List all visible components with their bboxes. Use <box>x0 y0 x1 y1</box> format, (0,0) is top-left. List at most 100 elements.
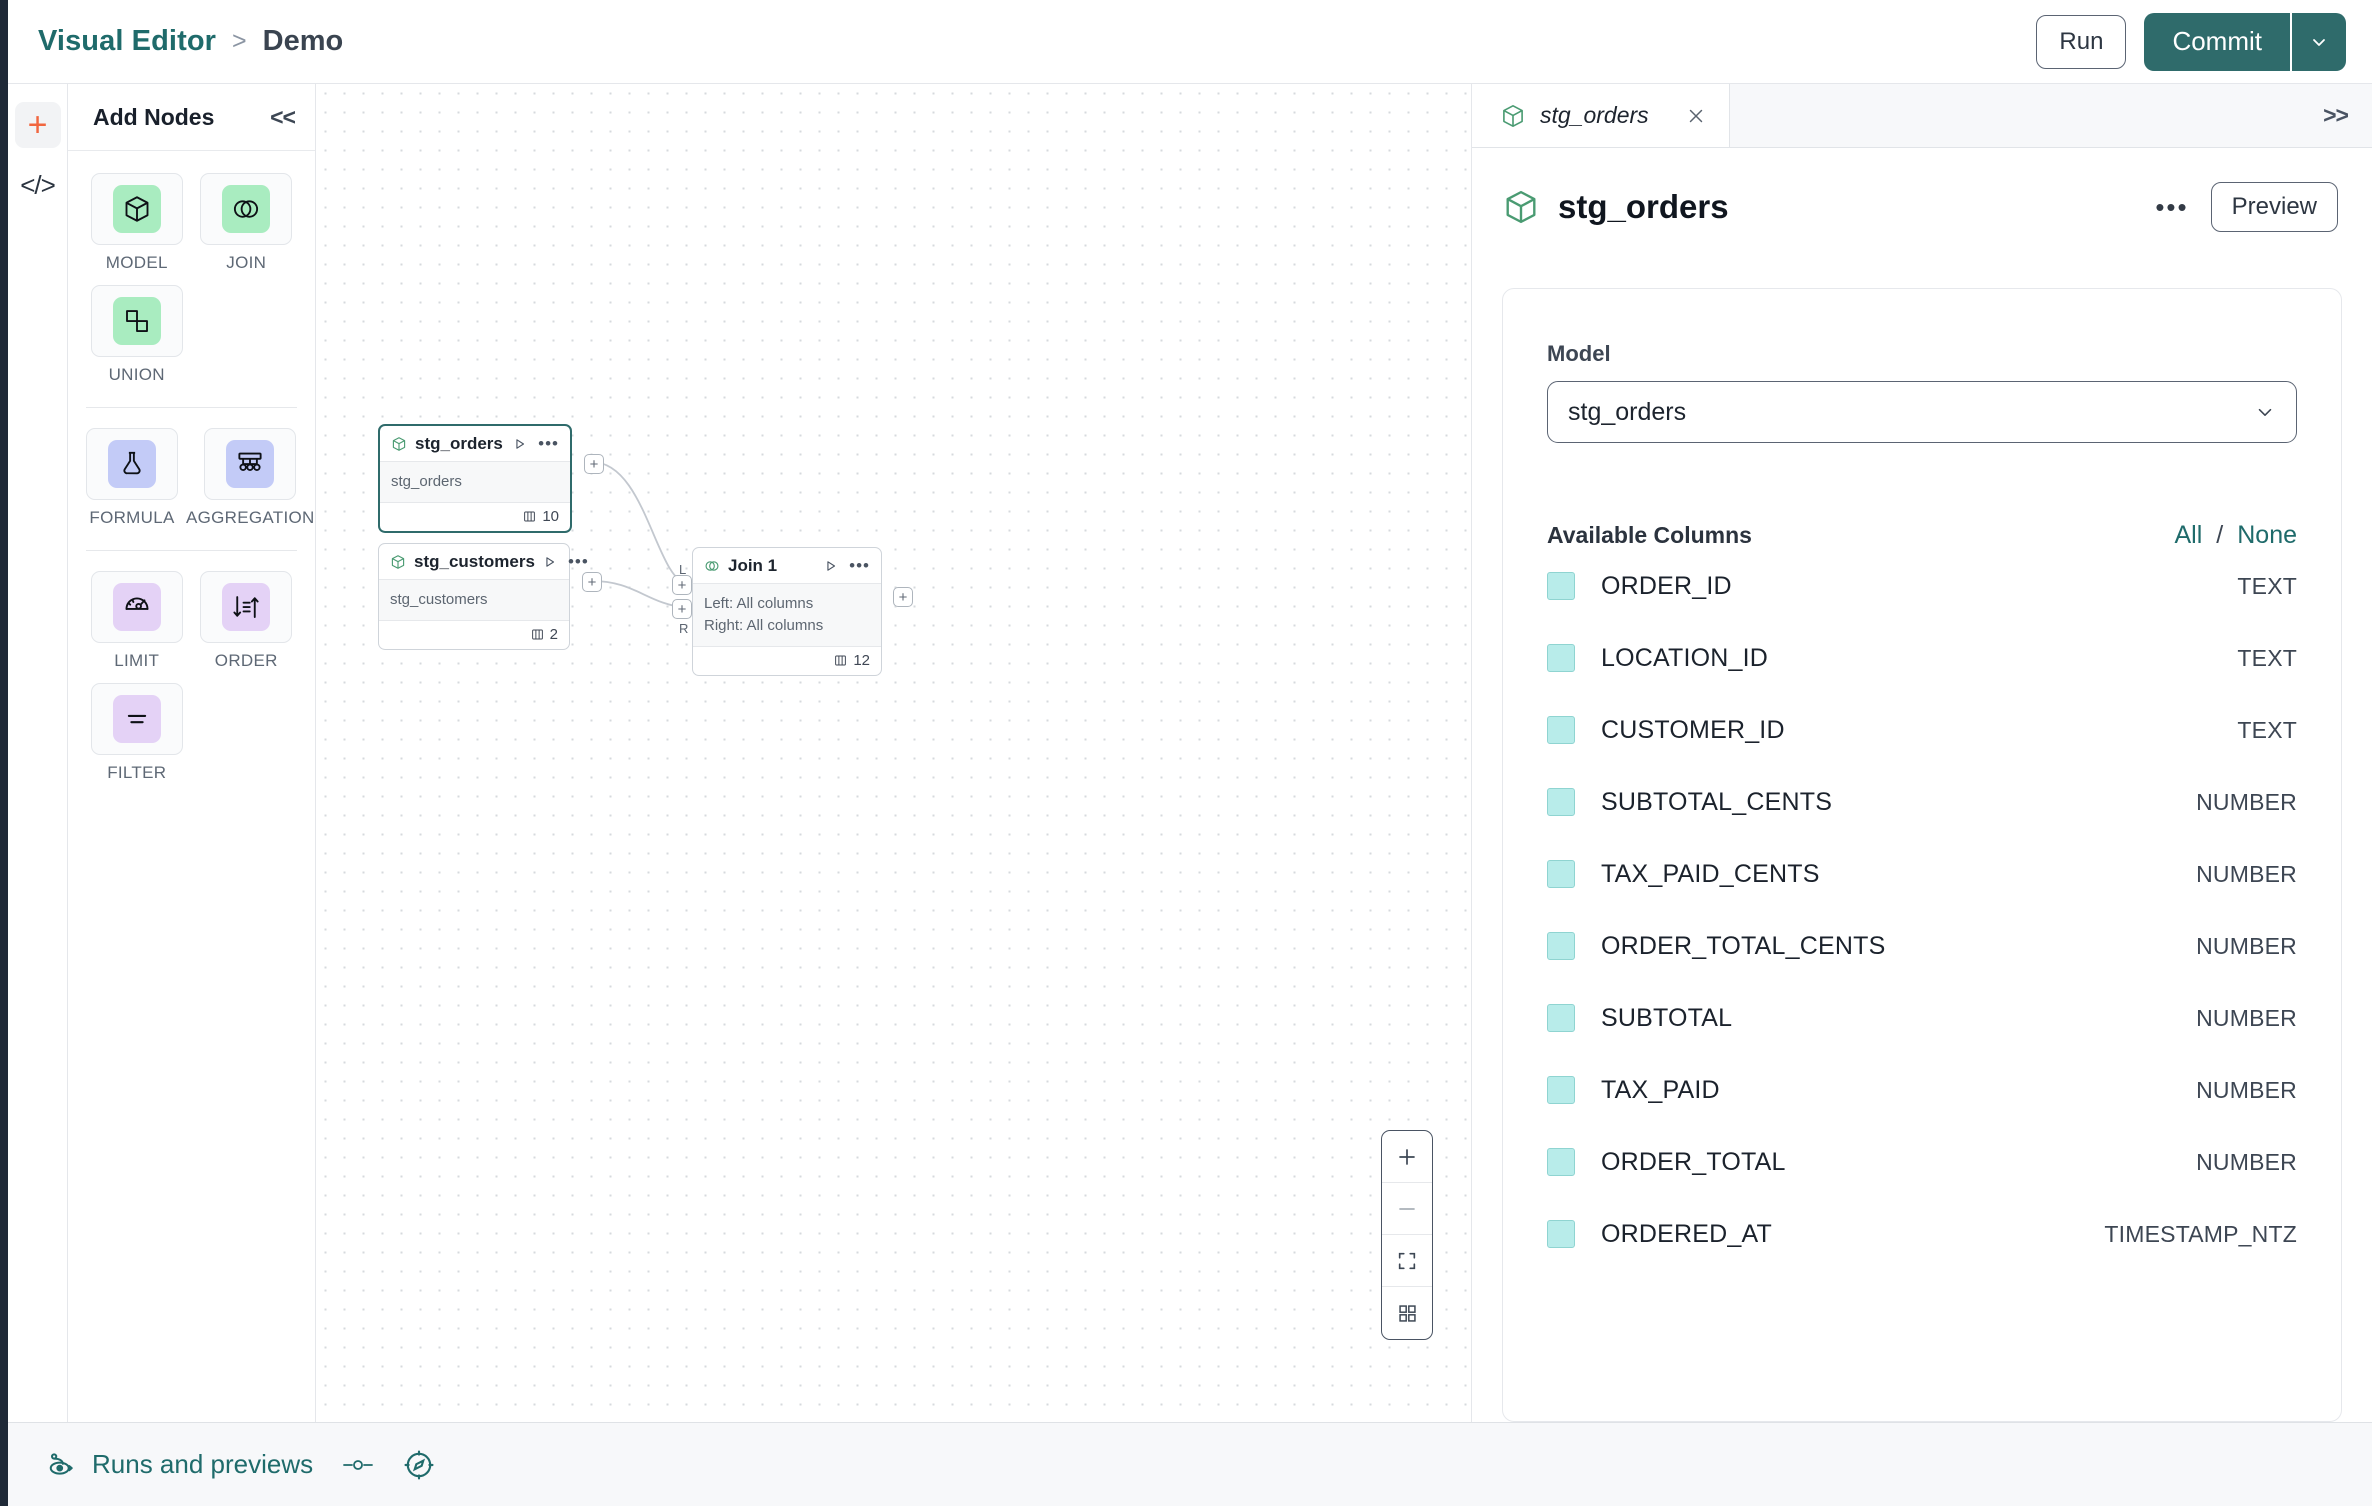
top-bar-actions: Run Commit <box>2036 12 2372 71</box>
node-item-order[interactable]: ORDER <box>196 571 298 671</box>
node-item-aggregation[interactable]: AGGREGATION <box>186 428 315 528</box>
column-name: SUBTOTAL <box>1601 1003 1733 1032</box>
node-menu-icon[interactable]: ••• <box>538 434 559 453</box>
node-item-join[interactable]: JOIN <box>196 173 298 273</box>
code-view-rail-button[interactable]: </> <box>15 162 61 208</box>
column-checkbox[interactable] <box>1547 716 1575 744</box>
column-row[interactable]: ORDER_TOTAL NUMBER <box>1547 1126 2297 1198</box>
collapse-panel-button[interactable]: << <box>270 103 296 130</box>
node-tile-limit[interactable] <box>90 571 183 643</box>
node-item-limit[interactable]: LIMIT <box>86 571 188 671</box>
zoom-out-button[interactable] <box>1382 1183 1432 1235</box>
output-port-add-button[interactable]: + <box>582 572 602 592</box>
select-all-link[interactable]: All <box>2174 521 2203 549</box>
node-tile-order[interactable] <box>200 571 293 643</box>
inspector-title-actions: ••• Preview <box>2155 182 2338 232</box>
node-tile-union[interactable] <box>90 285 183 357</box>
column-name: ORDER_ID <box>1601 571 1732 600</box>
zoom-in-button[interactable] <box>1382 1131 1432 1183</box>
node-group-divider-1 <box>86 407 297 408</box>
column-row[interactable]: LOCATION_ID TEXT <box>1547 622 2297 694</box>
mini-map-button[interactable] <box>1382 1287 1432 1339</box>
node-item-union[interactable]: UNION <box>86 285 188 385</box>
run-node-icon[interactable] <box>543 555 557 569</box>
tab-stg-orders[interactable]: stg_orders <box>1472 84 1730 147</box>
canvas-node-join-1[interactable]: Join 1 ••• Left: All columns Right: All … <box>672 547 913 676</box>
column-checkbox[interactable] <box>1547 1004 1575 1032</box>
code-icon: </> <box>20 169 56 200</box>
add-nodes-panel: Add Nodes << MODEL <box>68 84 316 1422</box>
node-tile-filter[interactable] <box>90 683 183 755</box>
column-row[interactable]: ORDERED_AT TIMESTAMP_NTZ <box>1547 1198 2297 1270</box>
limit-gauge-icon <box>112 583 161 631</box>
column-row[interactable]: TAX_PAID NUMBER <box>1547 1054 2297 1126</box>
canvas-node-stg-customers[interactable]: stg_customers ••• stg_customers 2 + <box>378 543 602 650</box>
close-icon[interactable] <box>1685 105 1707 127</box>
toggle-switch-button[interactable] <box>341 1452 375 1478</box>
run-node-icon[interactable] <box>824 559 838 573</box>
column-row[interactable]: ORDER_TOTAL_CENTS NUMBER <box>1547 910 2297 982</box>
column-row[interactable]: ORDER_ID TEXT <box>1547 550 2297 622</box>
page-title: stg_orders <box>1558 188 1729 225</box>
output-port-add-button[interactable]: + <box>893 587 913 607</box>
column-row[interactable]: SUBTOTAL NUMBER <box>1547 982 2297 1054</box>
column-checkbox[interactable] <box>1547 1148 1575 1176</box>
model-select[interactable]: stg_orders <box>1547 381 2297 443</box>
column-checkbox[interactable] <box>1547 860 1575 888</box>
canvas-node-footer: 12 <box>693 647 881 675</box>
ellipsis-icon[interactable]: ••• <box>2155 192 2189 222</box>
column-row[interactable]: SUBTOTAL_CENTS NUMBER <box>1547 766 2297 838</box>
column-checkbox[interactable] <box>1547 932 1575 960</box>
add-node-rail-button[interactable]: + <box>14 102 61 148</box>
add-nodes-header: Add Nodes << <box>68 84 315 151</box>
fit-view-button[interactable] <box>1382 1235 1432 1287</box>
node-label-union: UNION <box>108 365 165 384</box>
select-none-link[interactable]: None <box>2237 521 2297 549</box>
output-port-add-button[interactable]: + <box>584 454 604 474</box>
cube-icon <box>112 185 161 233</box>
column-checkbox[interactable] <box>1547 788 1575 816</box>
node-menu-icon[interactable]: ••• <box>567 552 589 571</box>
column-row[interactable]: TAX_PAID_CENTS NUMBER <box>1547 838 2297 910</box>
column-checkbox[interactable] <box>1547 1076 1575 1104</box>
breadcrumb-separator: > <box>232 27 247 55</box>
cube-icon <box>1500 103 1526 129</box>
commit-button-group: Commit <box>2144 12 2346 71</box>
preview-button[interactable]: Preview <box>2210 182 2338 232</box>
tab-bar-spacer: >> <box>1730 84 2372 147</box>
bottom-bar: Runs and previews <box>8 1422 2372 1506</box>
columns-icon <box>523 510 536 523</box>
add-nodes-title: Add Nodes <box>93 103 215 130</box>
node-tile-formula[interactable] <box>86 428 178 500</box>
column-type: NUMBER <box>2196 1148 2297 1175</box>
run-button[interactable]: Run <box>2036 14 2127 69</box>
node-item-model[interactable]: MODEL <box>86 173 188 273</box>
canvas-node-subtitle: stg_orders <box>391 473 462 490</box>
node-menu-icon[interactable]: ••• <box>849 556 870 575</box>
expand-panel-button[interactable]: >> <box>2323 102 2349 128</box>
commit-button[interactable]: Commit <box>2144 12 2290 71</box>
node-tile-aggregation[interactable] <box>204 428 297 500</box>
breadcrumb-root-link[interactable]: Visual Editor <box>38 25 217 57</box>
runs-and-previews-button[interactable]: Runs and previews <box>46 1449 313 1480</box>
commit-dropdown-button[interactable] <box>2290 12 2346 71</box>
join-left-input-port[interactable]: + <box>672 575 692 595</box>
canvas-node-footer: 10 <box>380 503 570 531</box>
column-select-actions: All / None <box>2174 521 2297 550</box>
node-item-filter[interactable]: FILTER <box>86 683 188 783</box>
node-item-formula[interactable]: FORMULA <box>86 428 178 528</box>
run-node-icon[interactable] <box>513 437 527 451</box>
column-checkbox[interactable] <box>1547 1220 1575 1248</box>
flow-canvas[interactable]: stg_orders ••• stg_orders 10 + <box>316 84 1472 1422</box>
available-columns-list: ORDER_ID TEXT LOCATION_ID TEXT CUSTOMER_… <box>1547 550 2297 1270</box>
compass-button[interactable] <box>403 1449 435 1481</box>
column-checkbox[interactable] <box>1547 644 1575 672</box>
cube-icon <box>390 554 406 570</box>
column-checkbox[interactable] <box>1547 572 1575 600</box>
available-columns-title: Available Columns <box>1547 522 1752 548</box>
column-row[interactable]: CUSTOMER_ID TEXT <box>1547 694 2297 766</box>
join-right-input-port[interactable]: + <box>672 599 692 619</box>
node-tile-model[interactable] <box>90 173 183 245</box>
node-tile-join[interactable] <box>200 173 293 245</box>
canvas-node-stg-orders[interactable]: stg_orders ••• stg_orders 10 + <box>378 424 604 533</box>
